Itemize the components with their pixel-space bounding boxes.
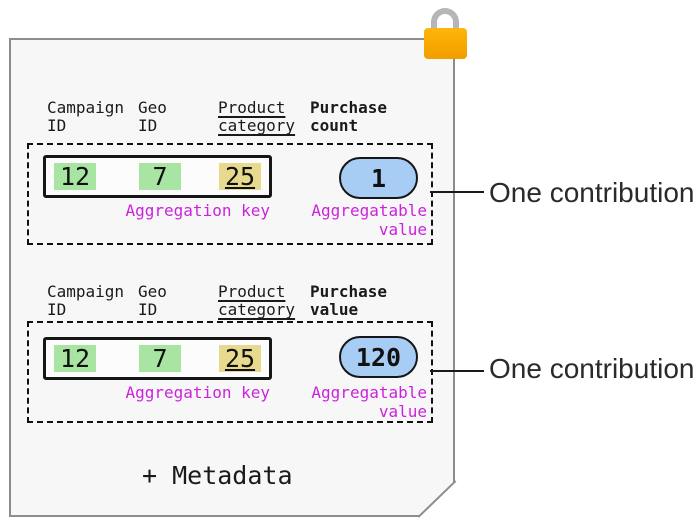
contribution-box-2 — [27, 321, 433, 423]
geo-id-cell: 7 — [139, 163, 181, 190]
connector-line-2 — [430, 370, 484, 372]
column-header-purchase-count: Purchase count — [310, 98, 388, 135]
aggregation-key-label-1: Aggregation key — [125, 201, 271, 220]
one-contribution-annotation-2: One contribution — [489, 353, 695, 384]
aggregation-key-label-2: Aggregation key — [125, 383, 271, 402]
aggregation-key-box-1: 12 7 25 — [43, 155, 272, 198]
column-header-geo-id: Geo ID — [138, 282, 167, 319]
campaign-id-cell: 12 — [54, 163, 96, 190]
column-header-product-category: Product category — [218, 282, 296, 319]
column-header-campaign-id: Campaign ID — [47, 98, 125, 135]
column-header-purchase-value: Purchase value — [310, 282, 388, 319]
aggregation-key-box-2: 12 7 25 — [43, 337, 272, 380]
geo-id-cell: 7 — [139, 345, 181, 372]
campaign-id-cell: 12 — [54, 345, 96, 372]
product-category-cell: 25 — [219, 345, 261, 372]
column-header-campaign-id: Campaign ID — [47, 282, 125, 319]
connector-line-1 — [430, 191, 484, 193]
aggregatable-value-pill-2: 120 — [339, 336, 418, 378]
padlock-icon — [424, 28, 467, 59]
one-contribution-annotation-1: One contribution — [489, 177, 695, 208]
product-category-cell: 25 — [219, 163, 261, 190]
contribution-box-1 — [27, 143, 433, 245]
aggregatable-value-label-2: Aggregatable value — [311, 383, 427, 421]
report-paper — [9, 38, 455, 517]
aggregatable-value-pill-1: 1 — [339, 157, 418, 199]
column-header-product-category: Product category — [218, 98, 296, 135]
aggregatable-value-label-1: Aggregatable value — [311, 201, 427, 239]
padlock-shackle-icon — [431, 8, 459, 34]
column-header-geo-id: Geo ID — [138, 98, 167, 135]
metadata-label: + Metadata — [142, 461, 293, 490]
